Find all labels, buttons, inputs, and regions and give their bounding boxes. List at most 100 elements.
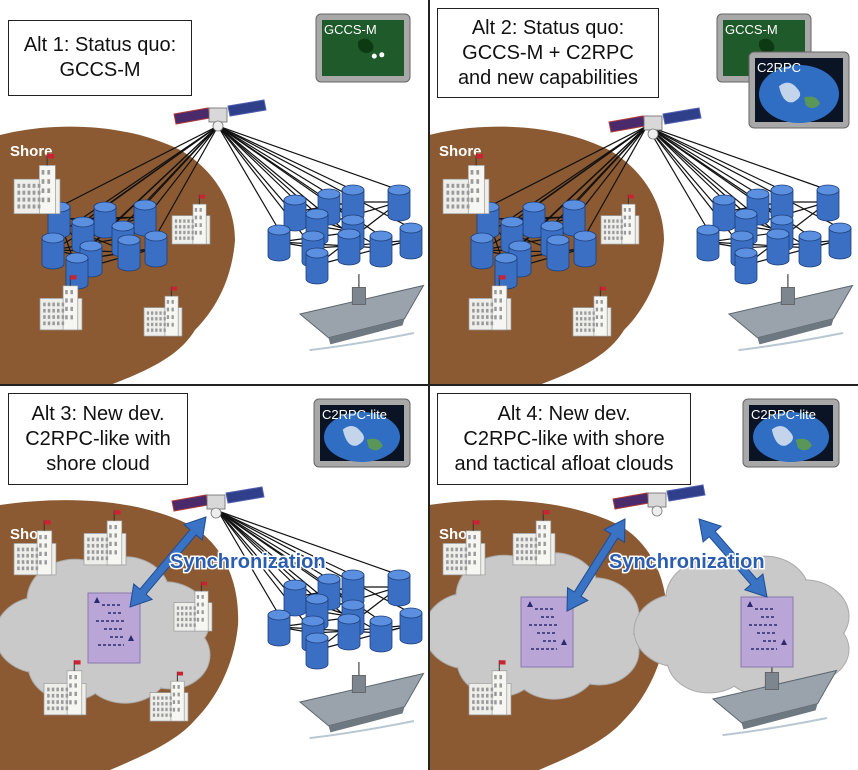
title-line: and tactical afloat clouds — [454, 452, 674, 475]
monitor-label: C2RPC — [757, 60, 801, 75]
title-line: GCCS-M — [59, 59, 141, 81]
database-icon — [267, 609, 291, 647]
satellite-icon — [612, 484, 706, 517]
database-icon — [696, 224, 720, 262]
panel-alt-4: Shore Synchronization C2RPC-lite Alt 4: … — [429, 385, 858, 770]
aircraft-carrier-icon — [298, 274, 425, 352]
application-box — [520, 596, 574, 668]
building-icon — [149, 671, 189, 722]
satellite-icon — [173, 99, 267, 132]
database-icon — [399, 607, 423, 645]
database-icon — [133, 199, 157, 237]
building-icon — [600, 194, 640, 245]
building-icon — [39, 275, 83, 331]
shore-label: Shore — [10, 143, 53, 160]
monitor-label: C2RPC-lite — [751, 407, 816, 422]
sync-label: Synchronization — [609, 551, 765, 573]
building-icon — [13, 520, 57, 576]
database-icon — [267, 224, 291, 262]
database-icon — [283, 194, 307, 232]
panel-alt-3: Shore Synchronization C2RPC-lite Alt 3: … — [0, 385, 429, 770]
title-line: Alt 2: Status quo: — [471, 16, 625, 39]
database-icon — [766, 228, 790, 266]
network-link — [217, 510, 318, 639]
aircraft-carrier-icon — [711, 659, 838, 737]
database-icon — [117, 234, 141, 272]
network-link — [316, 239, 412, 266]
scene-alt-1: Shore GCCS-M — [0, 13, 425, 385]
network-link — [745, 239, 841, 266]
building-icon — [572, 286, 612, 337]
sync-arrow — [129, 516, 207, 608]
monitor-label: C2RPC-lite — [322, 407, 387, 422]
monitor-label: GCCS-M — [324, 22, 377, 37]
aircraft-carrier-icon — [727, 274, 854, 352]
database-icon — [816, 184, 840, 222]
carrier-hull — [298, 274, 425, 352]
monitor-group: C2RPC-lite — [742, 398, 840, 468]
network-link — [217, 510, 412, 614]
database-icon — [387, 569, 411, 607]
database-icon — [337, 613, 361, 651]
network-link — [217, 510, 280, 616]
database-icon — [341, 184, 365, 222]
database-icon — [562, 199, 586, 237]
database-cluster — [41, 184, 423, 290]
database-icon — [144, 230, 168, 268]
title-line: Alt 4: New dev. — [497, 402, 631, 425]
building-icon — [442, 153, 490, 215]
aircraft-carrier-icon — [298, 662, 425, 740]
building-icon — [442, 520, 486, 576]
double-arrow — [129, 516, 207, 608]
database-icon — [305, 632, 329, 670]
network-link — [217, 125, 296, 201]
database-icon — [546, 234, 570, 272]
database-icon — [305, 247, 329, 285]
network-links — [481, 125, 841, 271]
network-link — [217, 125, 330, 195]
building-group — [442, 153, 640, 337]
monitor-label: GCCS-M — [725, 22, 778, 37]
network-link — [217, 125, 318, 254]
double-arrow — [566, 518, 626, 612]
building-icon — [171, 194, 211, 245]
double-arrow — [698, 518, 768, 598]
building-icon — [468, 660, 512, 716]
network-link — [217, 125, 280, 231]
network-link — [217, 510, 296, 586]
scene-alt-3: Shore Synchronization C2RPC-lite — [0, 398, 425, 770]
network-link — [646, 125, 725, 201]
database-icon — [712, 194, 736, 232]
database-icon — [41, 232, 65, 270]
network-link — [646, 125, 829, 191]
database-icon — [369, 615, 393, 653]
building-icon — [13, 153, 61, 215]
network-link — [487, 125, 648, 208]
horizontal-divider — [0, 384, 858, 386]
title-line: C2RPC-like with shore — [463, 427, 665, 450]
network-link — [646, 125, 747, 254]
database-cluster — [267, 569, 423, 670]
sync-label: Synchronization — [170, 551, 326, 573]
database-cluster — [470, 184, 852, 290]
database-icon — [494, 252, 518, 290]
building-group — [442, 510, 556, 716]
panel-title: Alt 2: Status quo: GCCS-M + C2RPC and ne… — [437, 8, 659, 98]
title-line: C2RPC-like with — [25, 427, 171, 450]
network-link — [217, 510, 400, 576]
monitor-group: C2RPC-lite — [313, 398, 411, 468]
panel-title: Alt 1: Status quo: GCCS-M — [8, 20, 192, 96]
database-icon — [828, 222, 852, 260]
database-icon — [798, 230, 822, 268]
network-link — [217, 510, 354, 576]
carrier-hull — [711, 659, 838, 737]
database-icon — [573, 230, 597, 268]
network-link — [646, 125, 709, 231]
building-icon — [83, 510, 127, 566]
building-icon — [173, 581, 213, 632]
monitor-icon: C2RPC-lite — [313, 398, 411, 468]
network-link — [646, 125, 759, 195]
database-icon — [770, 184, 794, 222]
network-link — [217, 125, 400, 191]
title-line: Alt 3: New dev. — [31, 402, 165, 425]
